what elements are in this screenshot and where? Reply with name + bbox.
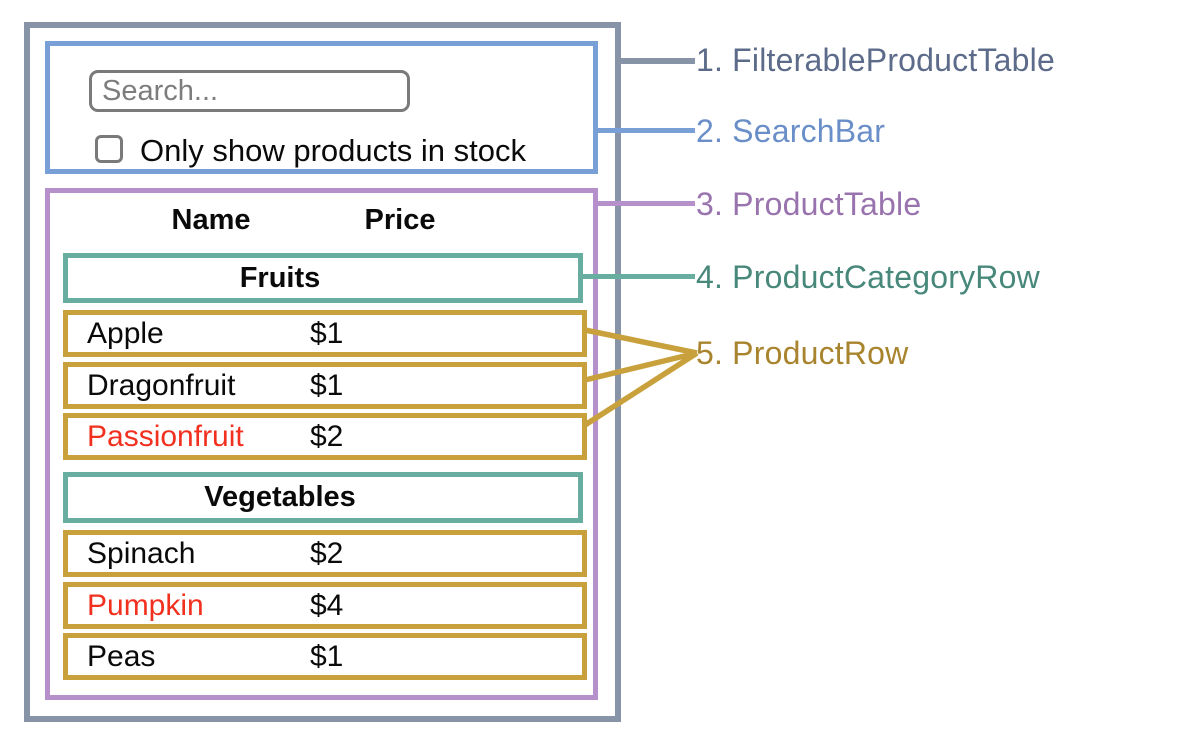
product-price: $2 (310, 537, 344, 570)
product-price: $4 (310, 589, 344, 622)
column-header-price: Price (364, 204, 436, 236)
search-bar-box: Only show products in stock (45, 41, 598, 174)
product-category-row-fruits: Fruits (63, 253, 583, 303)
product-name: Peas (87, 640, 156, 673)
product-category-row-vegetables: Vegetables (63, 472, 583, 523)
product-row-dragonfruit: Dragonfruit $1 (63, 362, 587, 409)
product-name: Spinach (87, 537, 196, 570)
in-stock-checkbox[interactable] (95, 135, 123, 163)
search-input[interactable] (89, 70, 410, 112)
annotation-product-row: 5. ProductRow (696, 335, 909, 371)
connector-product-table (593, 201, 695, 206)
product-price: $1 (310, 640, 344, 673)
product-name: Apple (87, 317, 164, 350)
annotation-product-table: 3. ProductTable (696, 186, 922, 222)
product-name: Passionfruit (87, 420, 244, 453)
product-price: $2 (310, 420, 344, 453)
connector-search-bar (593, 128, 695, 133)
annotation-product-category-row: 4. ProductCategoryRow (696, 259, 1040, 295)
in-stock-checkbox-label: Only show products in stock (140, 133, 526, 168)
product-name: Pumpkin (87, 589, 204, 622)
annotation-filterable-product-table: 1. FilterableProductTable (696, 42, 1055, 78)
connector-product-category-row (581, 274, 695, 279)
product-price: $1 (310, 317, 344, 350)
product-name: Dragonfruit (87, 369, 236, 402)
product-row-passionfruit: Passionfruit $2 (63, 413, 587, 460)
product-row-peas: Peas $1 (63, 633, 587, 680)
filterable-product-table-box: Only show products in stock Name Price F… (24, 22, 621, 722)
product-price: $1 (310, 369, 344, 402)
product-row-spinach: Spinach $2 (63, 530, 587, 577)
product-row-apple: Apple $1 (63, 310, 587, 357)
product-table-box: Name Price Fruits Apple $1 Dragonfruit $… (45, 188, 598, 700)
product-row-pumpkin: Pumpkin $4 (63, 582, 587, 629)
annotation-search-bar: 2. SearchBar (696, 113, 886, 149)
category-label: Fruits (239, 262, 321, 294)
connector-filterable-product-table (615, 58, 695, 64)
column-header-name: Name (171, 204, 251, 236)
category-label: Vegetables (204, 481, 356, 513)
